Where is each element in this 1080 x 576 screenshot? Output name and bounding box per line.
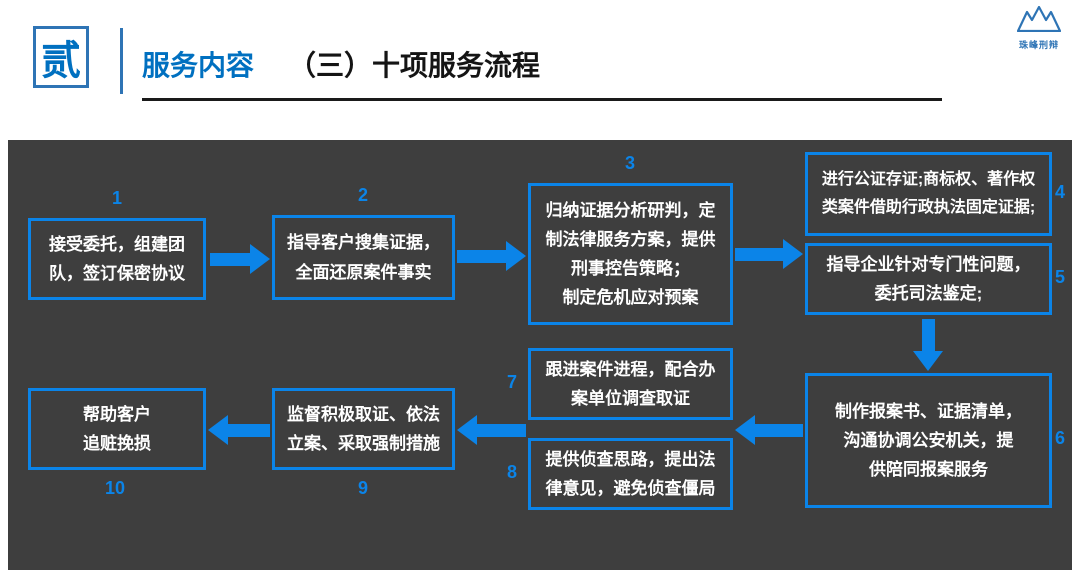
logo: 珠峰刑辩: [1008, 5, 1070, 51]
chapter-glyph: 贰: [41, 39, 81, 83]
header-title-row: 服务内容 （三）十项服务流程: [142, 44, 540, 84]
step-number-1: 1: [111, 188, 122, 208]
arrow-step9-step10: [208, 415, 270, 445]
flow-box-5: 指导企业针对专门性问题， 委托司法鉴定;: [805, 243, 1052, 315]
arrow-step6-step7: [735, 415, 803, 445]
flow-box-1: 接受委托，组建团 队，签订保密协议: [28, 218, 206, 300]
header-divider: [120, 28, 123, 94]
step-number-7: 7: [506, 372, 517, 392]
arrow-step2-step3: [457, 241, 526, 271]
step-number-6: 6: [1054, 428, 1065, 448]
step-number-4: 4: [1054, 182, 1065, 202]
flow-box-7: 跟进案件进程，配合办 案单位调查取证: [528, 348, 733, 420]
arrow-step3-step5: [735, 239, 803, 269]
page-title: 服务内容: [142, 50, 255, 81]
flowchart-panel: 接受委托，组建团 队，签订保密协议 指导客户搜集证据， 全面还原案件事实 归纳证…: [8, 140, 1072, 570]
arrow-step8-step9: [457, 415, 526, 445]
step-number-10: 10: [104, 478, 126, 498]
flow-box-6: 制作报案书、证据清单， 沟通协调公安机关，提 供陪同报案服务: [805, 373, 1052, 508]
flow-box-3: 归纳证据分析研判，定 制法律服务方案，提供 刑事控告策略； 制定危机应对预案: [528, 183, 733, 325]
logo-text: 珠峰刑辩: [1018, 40, 1059, 50]
flow-box-8: 提供侦查思路，提出法 律意见，避免侦查僵局: [528, 438, 733, 510]
arrow-step1-step2: [210, 244, 270, 274]
arrow-step5-step6: [913, 319, 943, 371]
flow-box-2: 指导客户搜集证据， 全面还原案件事实: [272, 215, 455, 300]
step-number-2: 2: [357, 185, 368, 205]
chapter-badge: 贰: [33, 26, 89, 88]
flow-box-9: 监督积极取证、依法 立案、采取强制措施: [272, 388, 455, 470]
flow-box-4: 进行公证存证;商标权、著作权 类案件借助行政执法固定证据;: [805, 152, 1052, 236]
step-number-5: 5: [1054, 267, 1065, 287]
title-underline: [142, 98, 942, 101]
flow-box-10: 帮助客户 追赃挽损: [28, 388, 206, 470]
step-number-3: 3: [624, 153, 635, 173]
step-number-9: 9: [357, 478, 368, 498]
step-number-8: 8: [506, 462, 517, 482]
mountain-logo-icon: [1016, 5, 1062, 36]
page-subtitle: （三）十项服务流程: [288, 50, 541, 81]
